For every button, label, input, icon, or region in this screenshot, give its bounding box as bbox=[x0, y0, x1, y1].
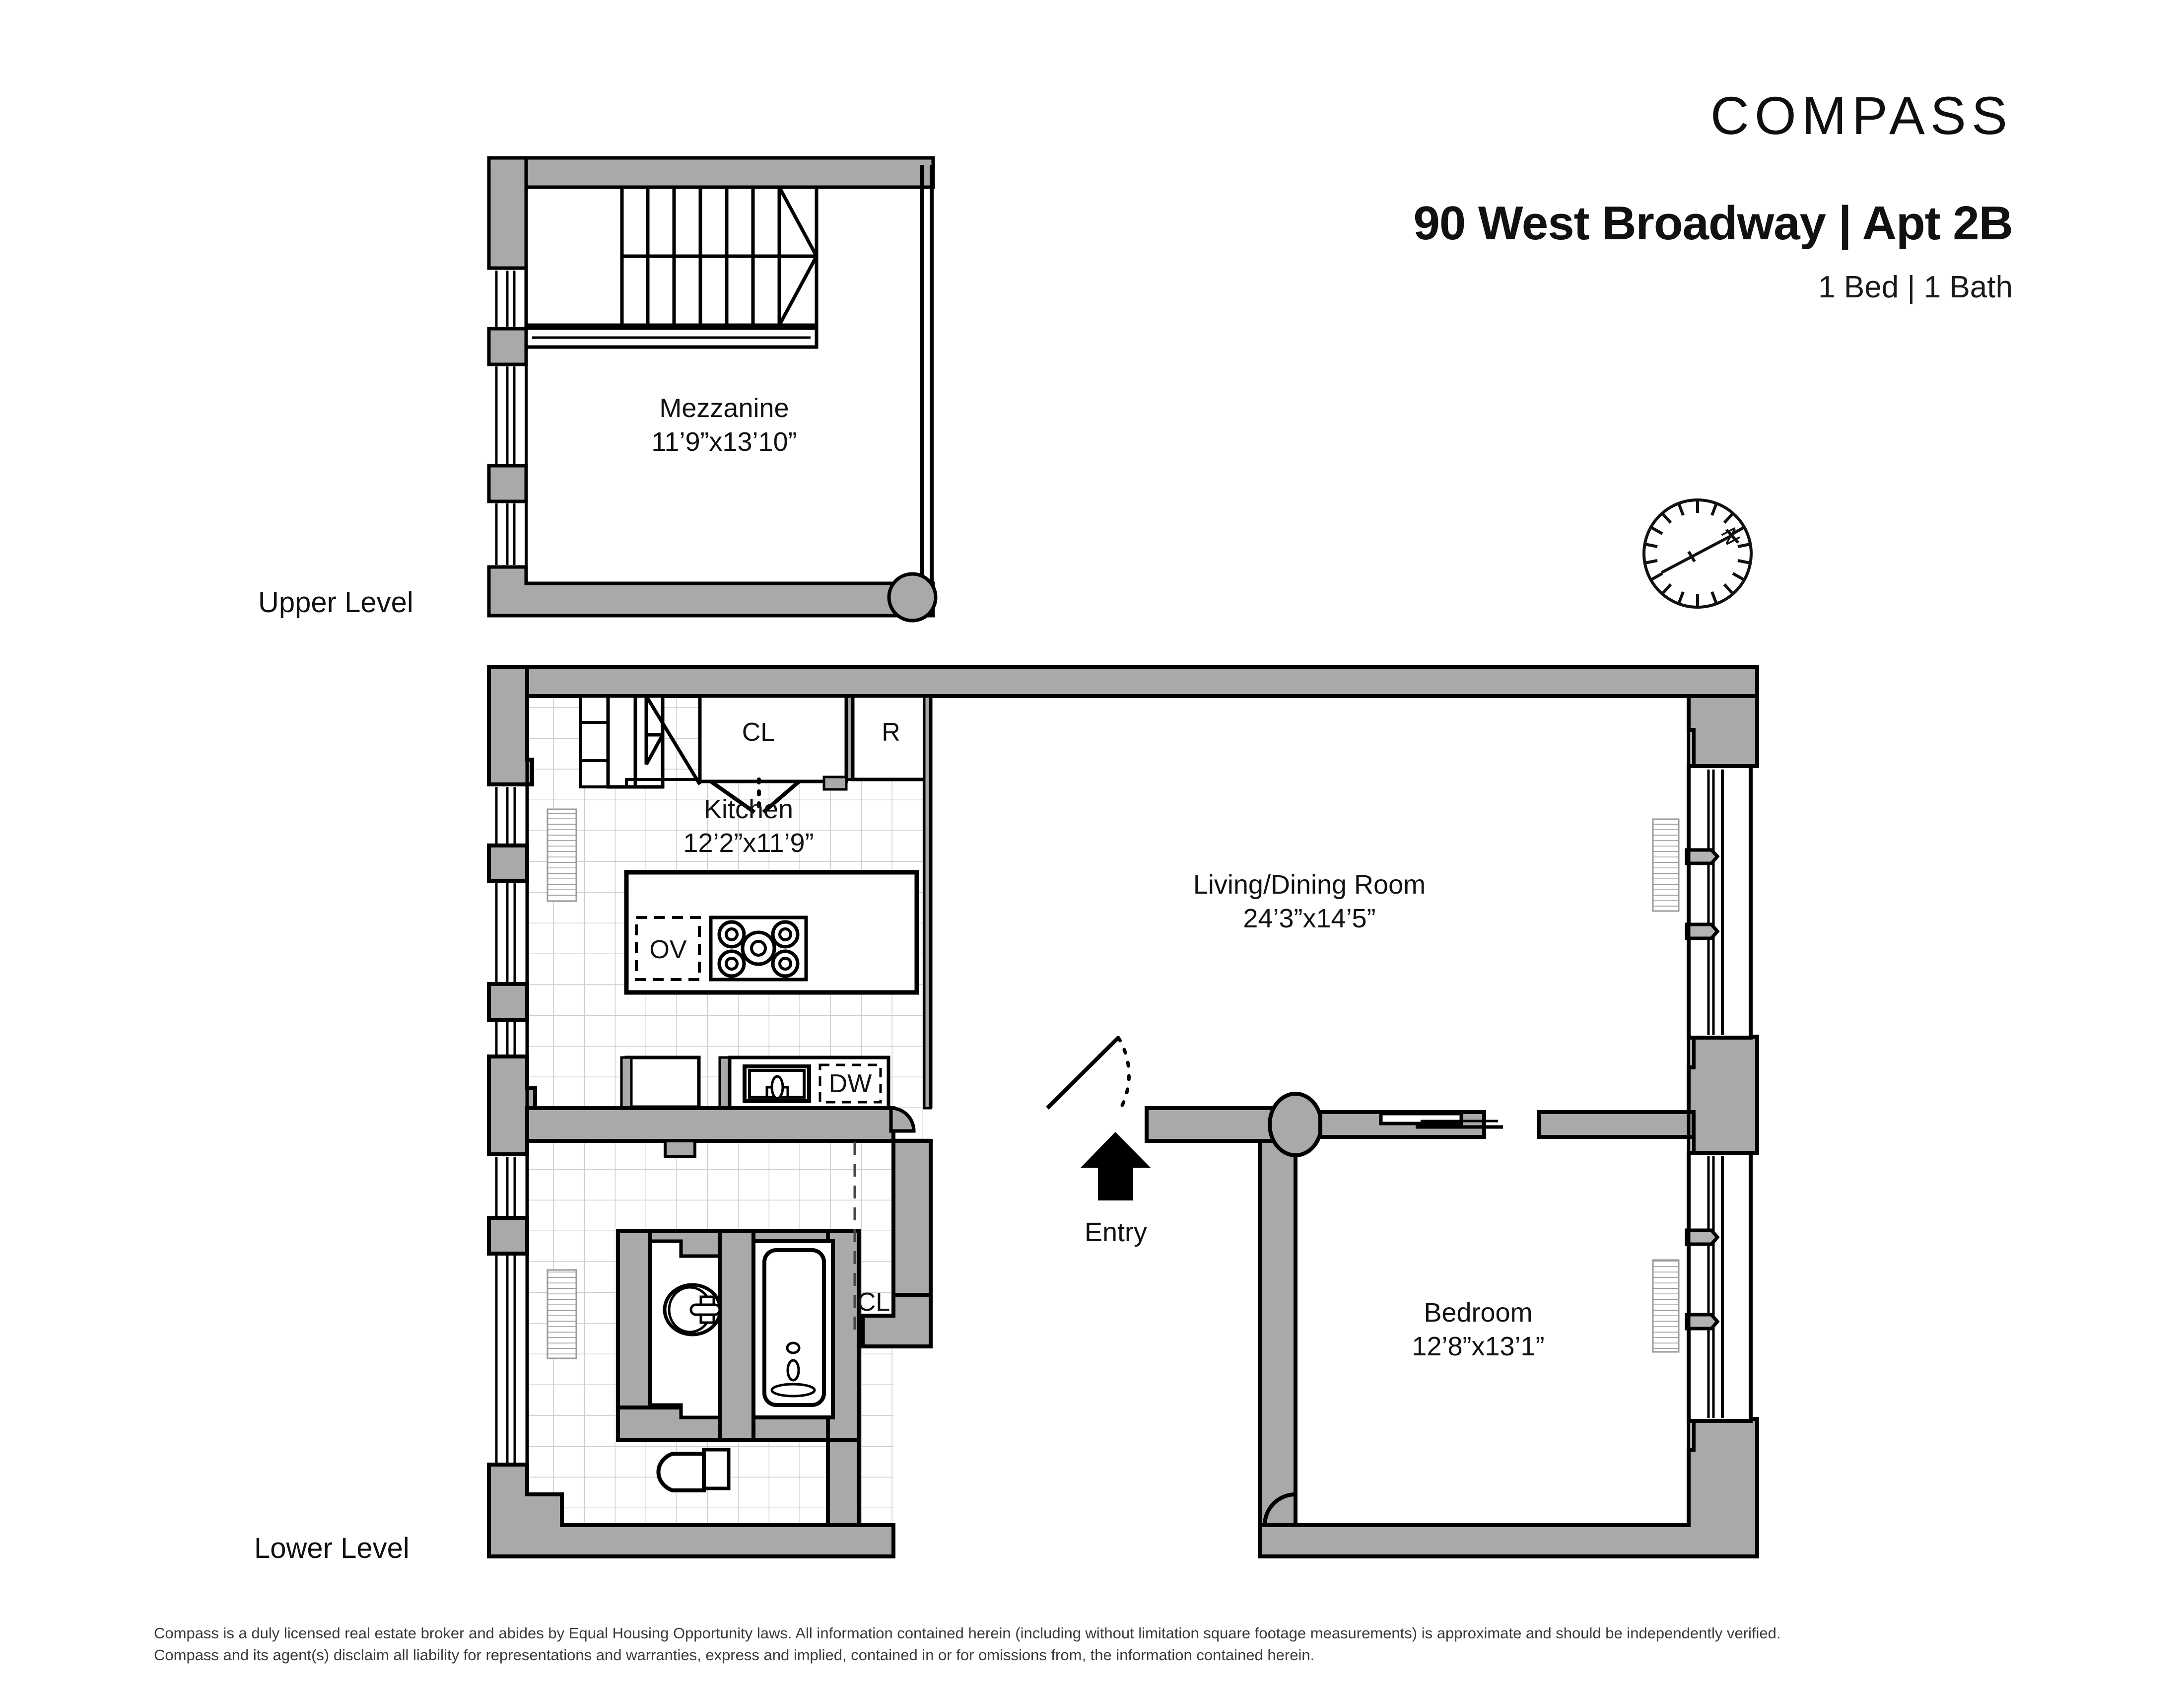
upper-level-column bbox=[887, 572, 938, 623]
lower-level-plan: CL R OV bbox=[487, 665, 1759, 1558]
label-closet-hall: CL bbox=[857, 1288, 890, 1317]
window-left-2 bbox=[495, 883, 516, 982]
compass-rose-icon: N bbox=[1642, 498, 1753, 609]
window-left-1 bbox=[495, 787, 516, 844]
entry-arrow-icon bbox=[1081, 1132, 1151, 1200]
radiator-living bbox=[1652, 818, 1680, 912]
room-dims-mezzanine: 11’9”x13’10” bbox=[651, 427, 797, 457]
room-name-living: Living/Dining Room bbox=[1193, 870, 1426, 900]
label-dishwasher: DW bbox=[829, 1069, 872, 1098]
label-closet-upper: CL bbox=[742, 718, 775, 747]
page-title: 90 West Broadway | Apt 2B bbox=[1413, 197, 2013, 250]
upper-level-staircase bbox=[524, 185, 819, 349]
closet-upper-left: CL bbox=[698, 694, 848, 815]
lower-left-interior-walls bbox=[525, 1106, 933, 1348]
bathroom bbox=[616, 1229, 861, 1527]
cooktop bbox=[709, 915, 808, 982]
room-name-mezzanine: Mezzanine bbox=[659, 393, 789, 423]
refrigerator: R bbox=[851, 694, 932, 781]
upper-level-window-left-2 bbox=[495, 366, 516, 464]
window-left-4 bbox=[495, 1157, 516, 1216]
entry-door bbox=[1046, 1036, 1131, 1110]
label-entry: Entry bbox=[1085, 1217, 1147, 1247]
lower-level-label: Lower Level bbox=[254, 1532, 410, 1564]
kitchen-lower-counter: DW bbox=[620, 1055, 890, 1110]
footer-disclaimer: Compass is a duly licensed real estate b… bbox=[154, 1622, 2040, 1666]
room-name-bedroom: Bedroom bbox=[1424, 1298, 1532, 1328]
oven: OV bbox=[635, 916, 701, 981]
footer-line-1: Compass is a duly licensed real estate b… bbox=[154, 1624, 1781, 1642]
compass-logo: COMPASS bbox=[1710, 84, 2013, 146]
upper-level-window-left-1 bbox=[495, 271, 516, 327]
label-refrigerator: R bbox=[882, 718, 900, 747]
window-left-3 bbox=[495, 1022, 516, 1055]
upper-level-label: Upper Level bbox=[258, 586, 413, 619]
lower-level-floor-outline bbox=[525, 694, 1691, 1527]
room-dims-living: 24’3”x14’5” bbox=[1243, 904, 1375, 933]
lower-level-staircase bbox=[579, 694, 701, 789]
room-dims-bedroom: 12’8”x13’1” bbox=[1412, 1332, 1544, 1361]
footer-line-2: Compass and its agent(s) disclaim all li… bbox=[154, 1646, 1315, 1664]
room-dims-kitchen: 12’2”x11’9” bbox=[683, 828, 814, 858]
window-right-lower bbox=[1685, 1151, 1753, 1423]
upper-level-plan: Mezzanine 11’9”x13’10” bbox=[487, 156, 938, 623]
room-name-kitchen: Kitchen bbox=[704, 794, 793, 824]
radiator-bedroom bbox=[1652, 1259, 1680, 1353]
window-right-upper bbox=[1685, 764, 1753, 1040]
window-left-5 bbox=[495, 1256, 516, 1463]
toilet bbox=[656, 1448, 731, 1492]
bedroom-door bbox=[1268, 1092, 1503, 1157]
brand-text: COMPASS bbox=[1710, 85, 2013, 145]
page-subtitle: 1 Bed | 1 Bath bbox=[1818, 270, 2013, 304]
closet-hall: CL bbox=[853, 1142, 890, 1338]
upper-level-window-left-3 bbox=[495, 503, 516, 565]
radiator-kitchen bbox=[546, 808, 577, 902]
living-room-walls bbox=[1145, 1106, 1297, 1527]
radiator-bath bbox=[546, 1269, 577, 1359]
label-oven: OV bbox=[649, 935, 686, 964]
